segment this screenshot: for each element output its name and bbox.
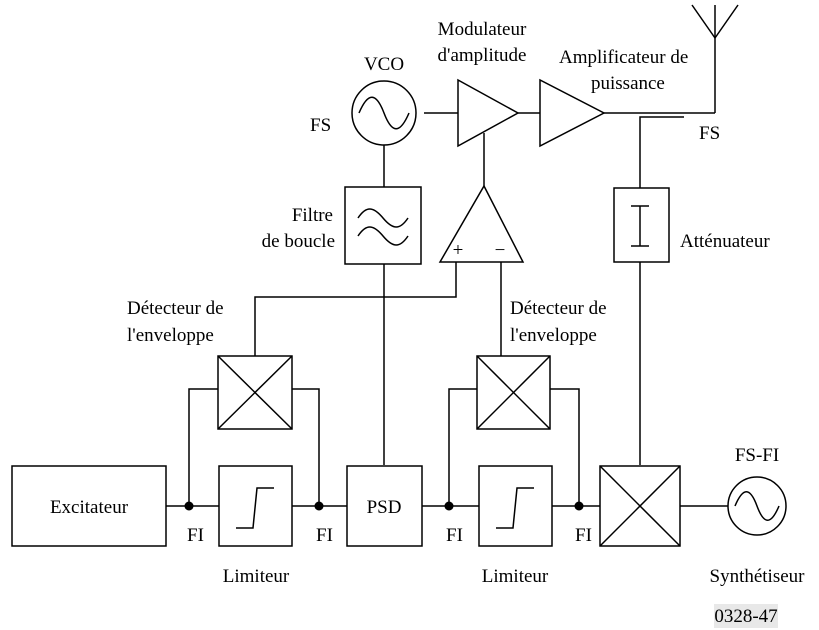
power-amplifier-triangle <box>539 78 606 148</box>
right-detector-label-line2: l'enveloppe <box>510 325 597 346</box>
psd-label: PSD <box>367 497 402 518</box>
left-envelope-detector-block <box>217 355 293 430</box>
synthesizer-freq-label: FS-FI <box>735 445 779 466</box>
exciter-label: Excitateur <box>50 497 129 518</box>
attenuator-label: Atténuateur <box>680 231 770 252</box>
comparator-plus-label: + <box>453 240 464 261</box>
loop-filter-label-line1: Filtre <box>292 205 333 226</box>
fi-label-2: FI <box>316 525 333 546</box>
reference-tag-background <box>714 604 778 628</box>
comparator-minus-label: − <box>495 240 506 261</box>
amplifier-label-line2: puissance <box>591 73 665 94</box>
modulator-label-line1: Modulateur <box>438 19 527 40</box>
fi-label-1: FI <box>187 525 204 546</box>
left-limiter-block <box>218 465 293 547</box>
psd-block <box>346 465 423 547</box>
right-envelope-detector-block <box>476 355 551 430</box>
left-detector-label-line2: l'enveloppe <box>127 325 214 346</box>
amplifier-label-line1: Amplificateur de <box>559 47 688 68</box>
output-mixer-block <box>599 465 681 547</box>
vco-oscillator <box>351 80 417 146</box>
comparator-triangle <box>438 184 525 263</box>
fi-label-3: FI <box>446 525 463 546</box>
loop-filter-block <box>344 186 422 265</box>
vco-label: VCO <box>364 54 404 75</box>
right-limiter-label: Limiteur <box>482 566 549 587</box>
synthesizer-oscillator <box>727 476 787 536</box>
vco-fs-label: FS <box>310 115 331 136</box>
amplitude-modulator-triangle <box>457 78 520 148</box>
antenna-fs-label: FS <box>699 123 720 144</box>
right-detector-label-line1: Détecteur de <box>510 298 607 319</box>
wires <box>166 4 739 507</box>
modulator-label-line2: d'amplitude <box>438 45 527 66</box>
synthesizer-label: Synthétiseur <box>710 566 806 587</box>
junction-dots <box>184 501 584 511</box>
reference-number: 0328-47 <box>714 606 777 627</box>
fi-label-4: FI <box>575 525 592 546</box>
right-limiter-block <box>478 465 553 547</box>
left-detector-label-line1: Détecteur de <box>127 298 224 319</box>
left-limiter-label: Limiteur <box>223 566 290 587</box>
exciter-block <box>11 465 167 547</box>
loop-filter-label-line2: de boucle <box>262 231 335 252</box>
attenuator-block <box>613 187 670 263</box>
